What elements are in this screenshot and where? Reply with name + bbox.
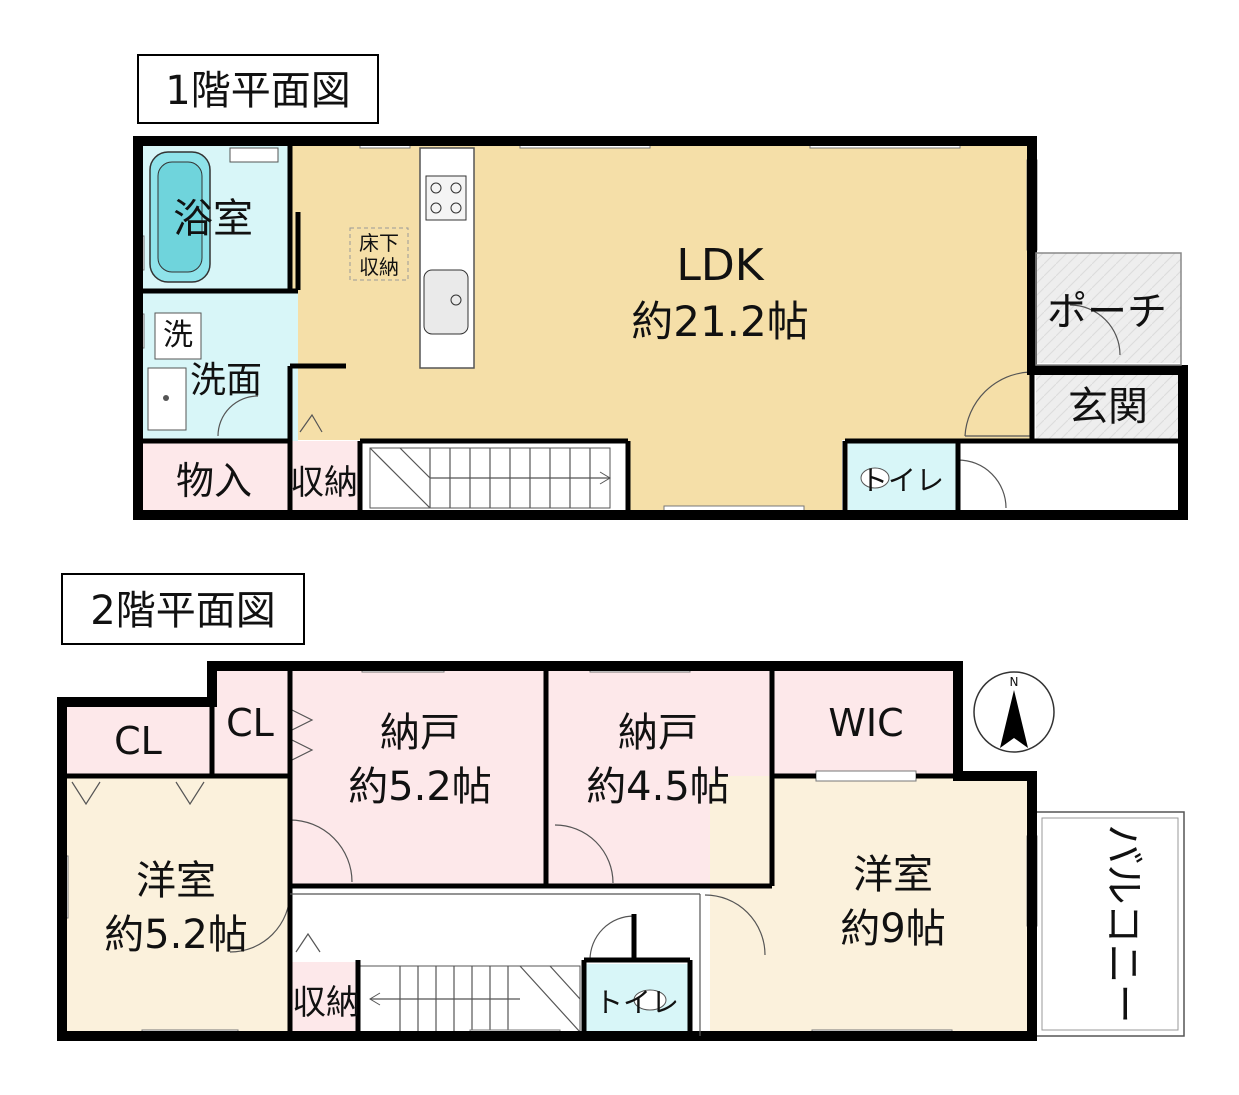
- porch-area: [1036, 253, 1181, 363]
- floor2-title: 2階平面図: [90, 588, 275, 634]
- floor2-plan: 2階平面図: [57, 573, 1185, 1041]
- kitchen-sink-icon: [423, 269, 469, 335]
- storage-1f-label: 収納: [290, 463, 358, 503]
- compass-north-label: N: [1010, 675, 1019, 689]
- stove-icon: [425, 175, 467, 221]
- storage-room-label: 物入: [176, 459, 252, 503]
- closet-left: [64, 704, 210, 776]
- wic-label: WIC: [828, 701, 903, 745]
- underfloor-storage-label-2: 収納: [359, 255, 399, 279]
- storage-closet-1f: [290, 441, 360, 511]
- stairs-1f: [369, 447, 611, 509]
- storage-room: [140, 441, 290, 511]
- western-left-label: 洋室: [136, 858, 216, 904]
- storeroom-2-label: 納戸: [618, 710, 698, 756]
- north-compass-icon: N: [973, 671, 1055, 753]
- floor1-outer-wall: [133, 136, 1188, 520]
- ldk-size-label: 約21.2帖: [631, 297, 809, 346]
- storeroom-1: [292, 668, 544, 886]
- toilet-1f-label: トイレ: [860, 464, 944, 497]
- ldk-room-lower: [628, 440, 842, 510]
- ldk-room: [290, 143, 1032, 440]
- western-right-size: 約9帖: [840, 906, 945, 952]
- floor1-title: 1階平面図: [165, 68, 350, 114]
- western-room-left: [64, 776, 290, 1034]
- western-left-size: 約5.2帖: [104, 912, 248, 958]
- toilet-2f-label: トイレ: [595, 986, 679, 1019]
- storeroom-2-size: 約4.5帖: [586, 764, 730, 810]
- toilet-1f-icon: [860, 467, 890, 489]
- washer-icon: [154, 312, 202, 360]
- bath-label: 浴室: [173, 196, 253, 242]
- ldk-label: LDK: [676, 240, 764, 291]
- floor2-title-box: [61, 573, 305, 645]
- storeroom-1-label: 納戸: [380, 710, 460, 756]
- closet-mid-label: CL: [226, 701, 274, 745]
- storage-2f-label: 収納: [292, 983, 360, 1023]
- underfloor-storage-label-1: 床下: [359, 231, 399, 255]
- storeroom-1-size: 約5.2帖: [348, 764, 492, 810]
- entrance-area: [1036, 370, 1181, 440]
- underfloor-storage-box: [349, 227, 409, 281]
- closet-mid: [214, 668, 288, 776]
- washroom-label: 洗面: [190, 360, 262, 401]
- storage-2f: [290, 962, 358, 1034]
- western-right-label: 洋室: [853, 852, 933, 898]
- western-room-right: [710, 776, 1032, 1034]
- entrance-label: 玄関: [1068, 384, 1148, 430]
- balcony-area: [1035, 811, 1185, 1037]
- closet-left-label: CL: [114, 719, 162, 763]
- floor1-title-box: [137, 54, 379, 124]
- stairs-2f: [359, 965, 581, 1033]
- walk-in-closet: [774, 668, 958, 776]
- toilet-2f-icon: [633, 989, 667, 1011]
- porch-label: ポーチ: [1047, 289, 1167, 335]
- washer-label: 洗: [163, 318, 193, 353]
- balcony-label: バルコニー: [1100, 824, 1146, 1023]
- floor1-plan: 1階平面図: [133, 54, 1188, 520]
